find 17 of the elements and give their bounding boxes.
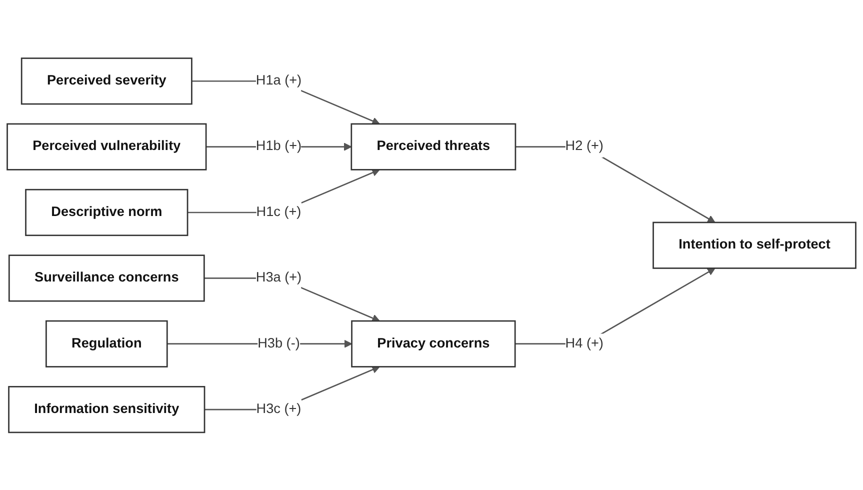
node-box: Privacy concerns	[351, 320, 516, 368]
node-box: Perceived severity	[20, 57, 192, 104]
edge-label: H4 (+)	[565, 335, 604, 351]
edge-label: H3b (-)	[258, 335, 300, 351]
edge-label: H1b (+)	[256, 138, 302, 154]
node-box: Regulation	[46, 320, 168, 368]
edge-label: H3c (+)	[256, 400, 302, 416]
node-box: Descriptive norm	[25, 188, 188, 236]
node-box: Perceived vulnerability	[6, 122, 207, 170]
edge-label: H1c (+)	[256, 204, 302, 220]
edge-label: H2 (+)	[565, 138, 604, 154]
edge-label: H1a (+)	[256, 72, 302, 88]
node-box: Intention to self-protect	[652, 221, 856, 269]
node-box: Information sensitivity	[8, 386, 206, 433]
node-box: Perceived threats	[350, 122, 516, 170]
edge-label: H3a (+)	[256, 269, 302, 285]
node-box: Surveillance concerns	[8, 254, 205, 302]
